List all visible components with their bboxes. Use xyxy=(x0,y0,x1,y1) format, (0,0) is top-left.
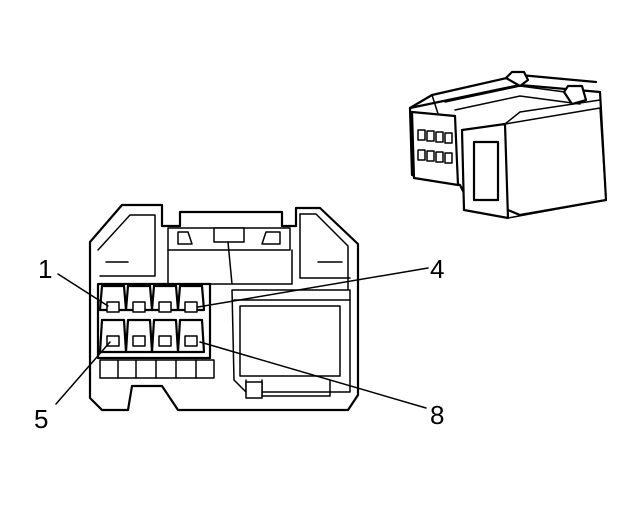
leader-line-5 xyxy=(55,341,111,405)
isometric-cavity-grid xyxy=(417,129,453,164)
cavity-5 xyxy=(98,318,128,354)
connector-face-view xyxy=(88,203,360,412)
cavity-6 xyxy=(124,318,154,354)
cavity-row-bottom xyxy=(98,318,206,354)
cavity-1 xyxy=(98,284,128,313)
leader-line-4 xyxy=(197,267,429,308)
callout-leaders xyxy=(55,267,429,409)
cavity-7 xyxy=(150,318,180,354)
cavity-row-top xyxy=(98,284,206,313)
cavity-3 xyxy=(150,284,180,313)
callout-label-8: 8 xyxy=(430,400,444,430)
callout-labels: 1 4 5 8 xyxy=(34,254,444,434)
leader-line-1 xyxy=(57,273,109,307)
callout-label-5: 5 xyxy=(34,404,48,434)
connector-isometric-view xyxy=(408,70,608,220)
cavity-8 xyxy=(176,318,206,354)
cavity-4 xyxy=(176,284,206,313)
callout-label-4: 4 xyxy=(430,254,444,284)
leader-line-8 xyxy=(199,341,427,409)
callout-label-1: 1 xyxy=(38,254,52,284)
cavity-2 xyxy=(124,284,154,313)
